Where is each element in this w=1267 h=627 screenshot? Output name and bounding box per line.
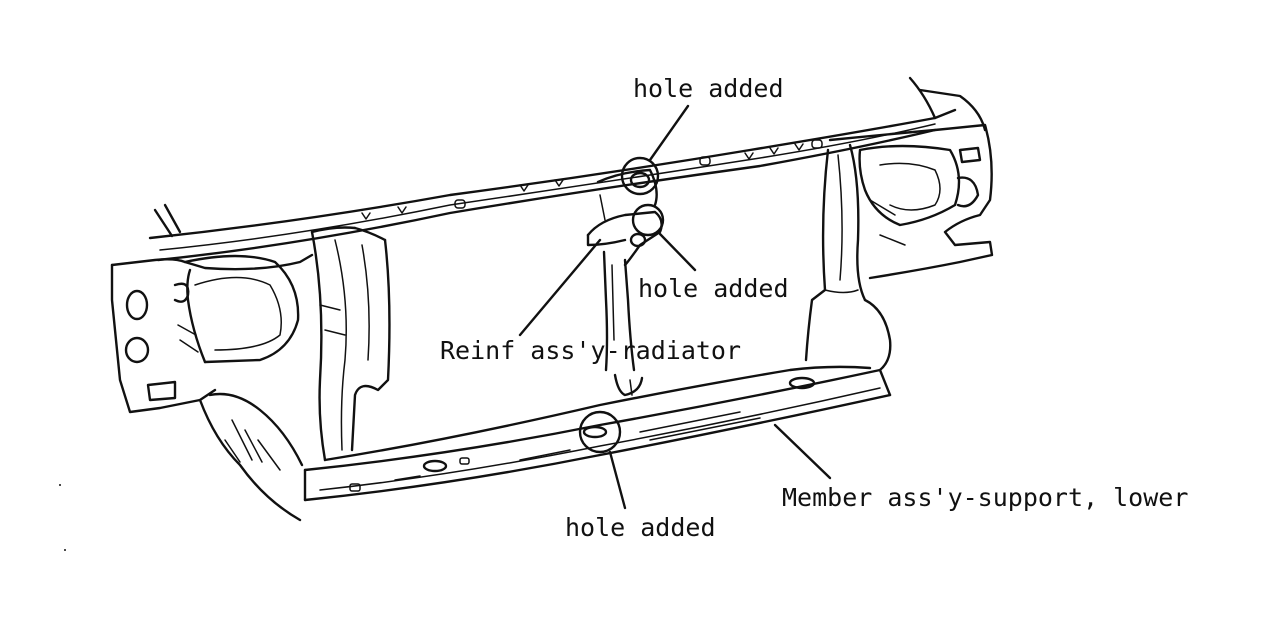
center-reinforcement [586, 168, 663, 397]
leader-mid [658, 232, 697, 272]
right-side-panel [828, 123, 994, 280]
upper-support-member [148, 76, 987, 262]
left-side-panel [110, 253, 314, 522]
hole-added-label-mid: hole added [638, 274, 789, 303]
hole-circle-bottom [578, 410, 622, 454]
member-assy-support-lower-label: Member ass'y-support, lower [782, 483, 1189, 512]
lower-support-member [303, 365, 892, 502]
callouts [518, 104, 832, 510]
leader-reinf [518, 238, 602, 337]
leader-top [648, 104, 690, 162]
hole-added-label-top: hole added [633, 74, 784, 103]
right-vertical-post [804, 143, 892, 372]
leader-member [773, 423, 832, 480]
hole-circle-mid [631, 203, 665, 237]
left-vertical-post [310, 226, 391, 462]
hole-circle-top [620, 156, 660, 196]
reinf-assy-radiator-label: Reinf ass'y-radiator [440, 336, 742, 365]
leader-bottom [608, 450, 627, 510]
hole-added-label-bottom: hole added [565, 513, 716, 542]
